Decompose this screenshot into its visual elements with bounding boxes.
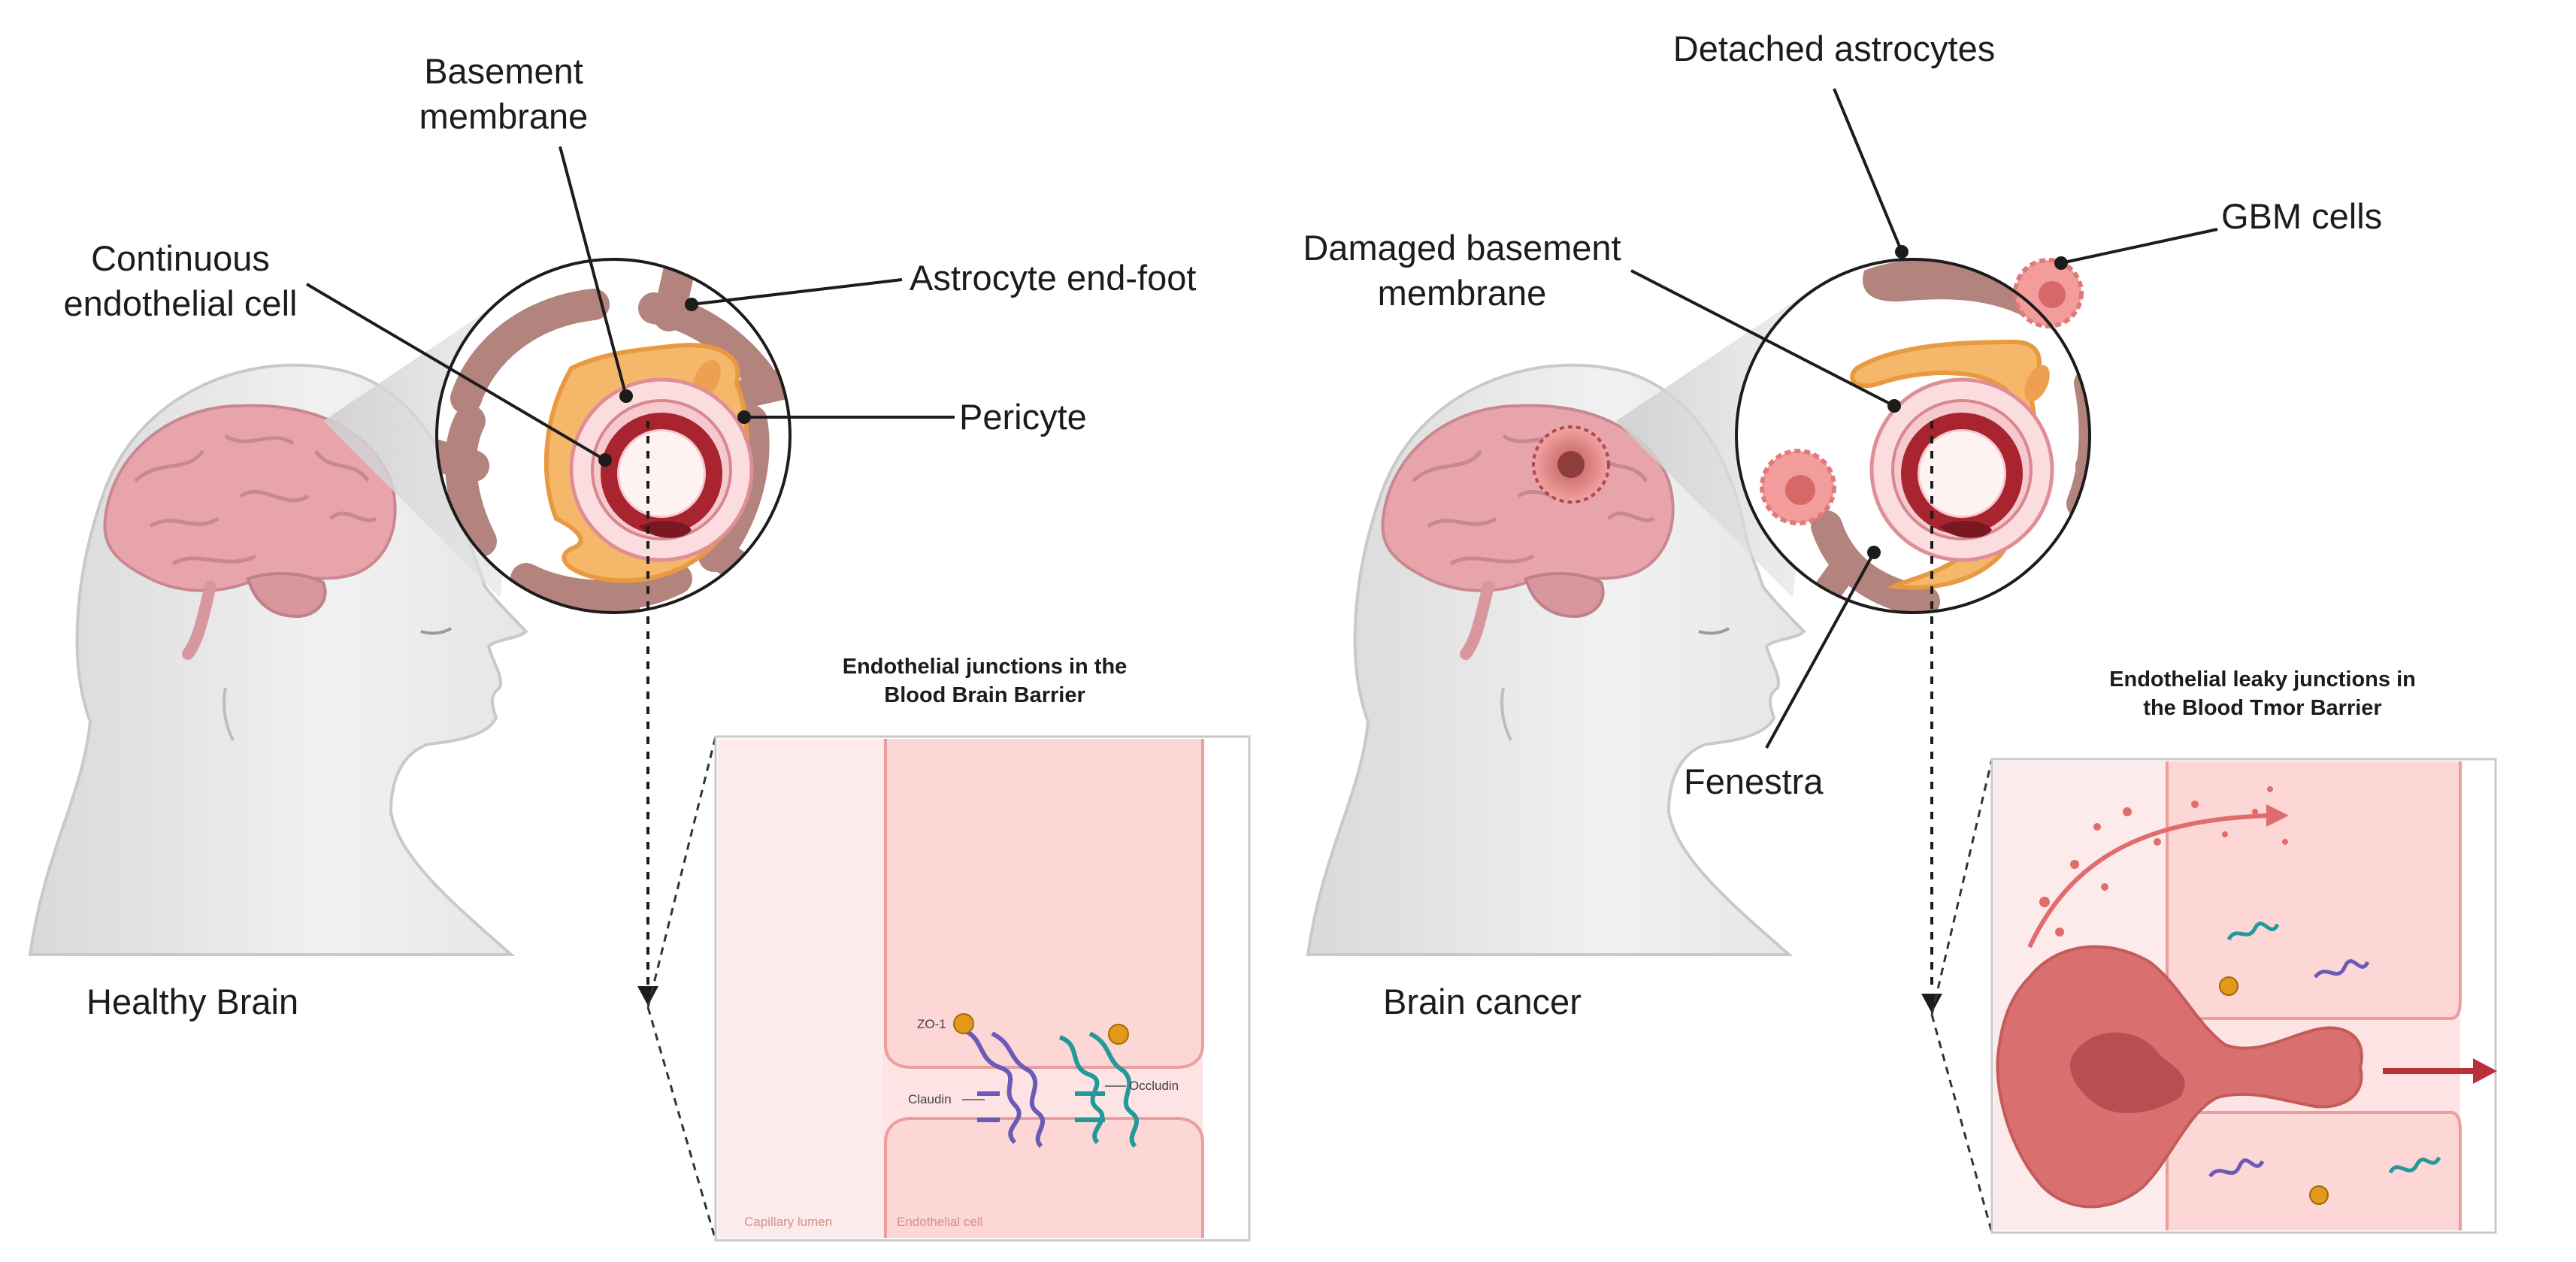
zo1-dot-2 xyxy=(1108,1024,1129,1045)
label-occludin: Occludin xyxy=(1129,1079,1179,1093)
claudin-strands xyxy=(961,1027,1045,1149)
occludin-strands xyxy=(1058,1031,1139,1149)
label-basement-membrane: Basement membrane xyxy=(391,49,616,139)
label-gbm-cells: GBM cells xyxy=(2221,196,2383,236)
label-detached-astrocytes: Detached astrocytes xyxy=(1672,29,1996,68)
label-fenestra: Fenestra xyxy=(1684,761,1824,801)
upper-endothelial-cell xyxy=(884,739,1204,1069)
label-capillary-lumen: Capillary lumen xyxy=(744,1215,833,1229)
damaged-line-2: membrane xyxy=(1377,273,1547,313)
label-damaged-basement: Damaged basement membrane xyxy=(1282,225,1642,316)
right-leader-lines xyxy=(1630,88,2218,992)
inset-title-healthy-line-2: Blood Brain Barrier xyxy=(884,683,1085,707)
label-endothelial-cell: Endothelial cell xyxy=(897,1215,983,1229)
gbm-cell-left xyxy=(1760,449,1836,525)
label-zo1: ZO-1 xyxy=(917,1017,946,1031)
healthy-junction-inset xyxy=(646,735,1251,1242)
cancer-brain xyxy=(1381,404,1675,660)
inset-title-healthy-line-1: Endothelial junctions in the xyxy=(842,655,1128,679)
label-astrocyte-end-foot: Astrocyte end-foot xyxy=(910,258,1197,298)
leak-particles xyxy=(2039,786,2288,937)
basement-line-2: membrane xyxy=(419,96,589,136)
label-pericyte: Pericyte xyxy=(959,397,1087,437)
cancer-vessel-circle xyxy=(1735,258,2091,614)
inset-title-cancer-line-1: Endothelial leaky junctions in xyxy=(2109,667,2416,692)
right-arrow-head xyxy=(1921,994,1942,1013)
continuous-line-2: endothelial cell xyxy=(63,283,298,323)
basement-line-1: Basement xyxy=(424,51,583,91)
continuous-line-1: Continuous xyxy=(91,238,270,278)
caption-healthy-brain: Healthy Brain xyxy=(86,982,299,1021)
label-claudin: Claudin xyxy=(908,1092,952,1106)
left-arrow-head xyxy=(637,986,658,1006)
damaged-line-1: Damaged basement xyxy=(1303,228,1621,268)
leak-arrow xyxy=(2027,813,2271,949)
caption-brain-cancer: Brain cancer xyxy=(1383,982,1582,1021)
gbm-cell-top xyxy=(2013,258,2084,328)
inset-title-healthy: Endothelial junctions in the Blood Brain… xyxy=(789,652,1180,710)
leaky-junction-inset xyxy=(1930,758,2497,1234)
healthy-brain xyxy=(103,404,397,660)
zo1-dot-1 xyxy=(953,1013,974,1034)
label-continuous-endothelial: Continuous endothelial cell xyxy=(38,236,323,326)
left-leader-lines xyxy=(305,146,955,985)
inset-title-cancer: Endothelial leaky junctions in the Blood… xyxy=(2067,665,2458,722)
inset-title-cancer-line-2: the Blood Tmor Barrier xyxy=(2143,696,2382,720)
